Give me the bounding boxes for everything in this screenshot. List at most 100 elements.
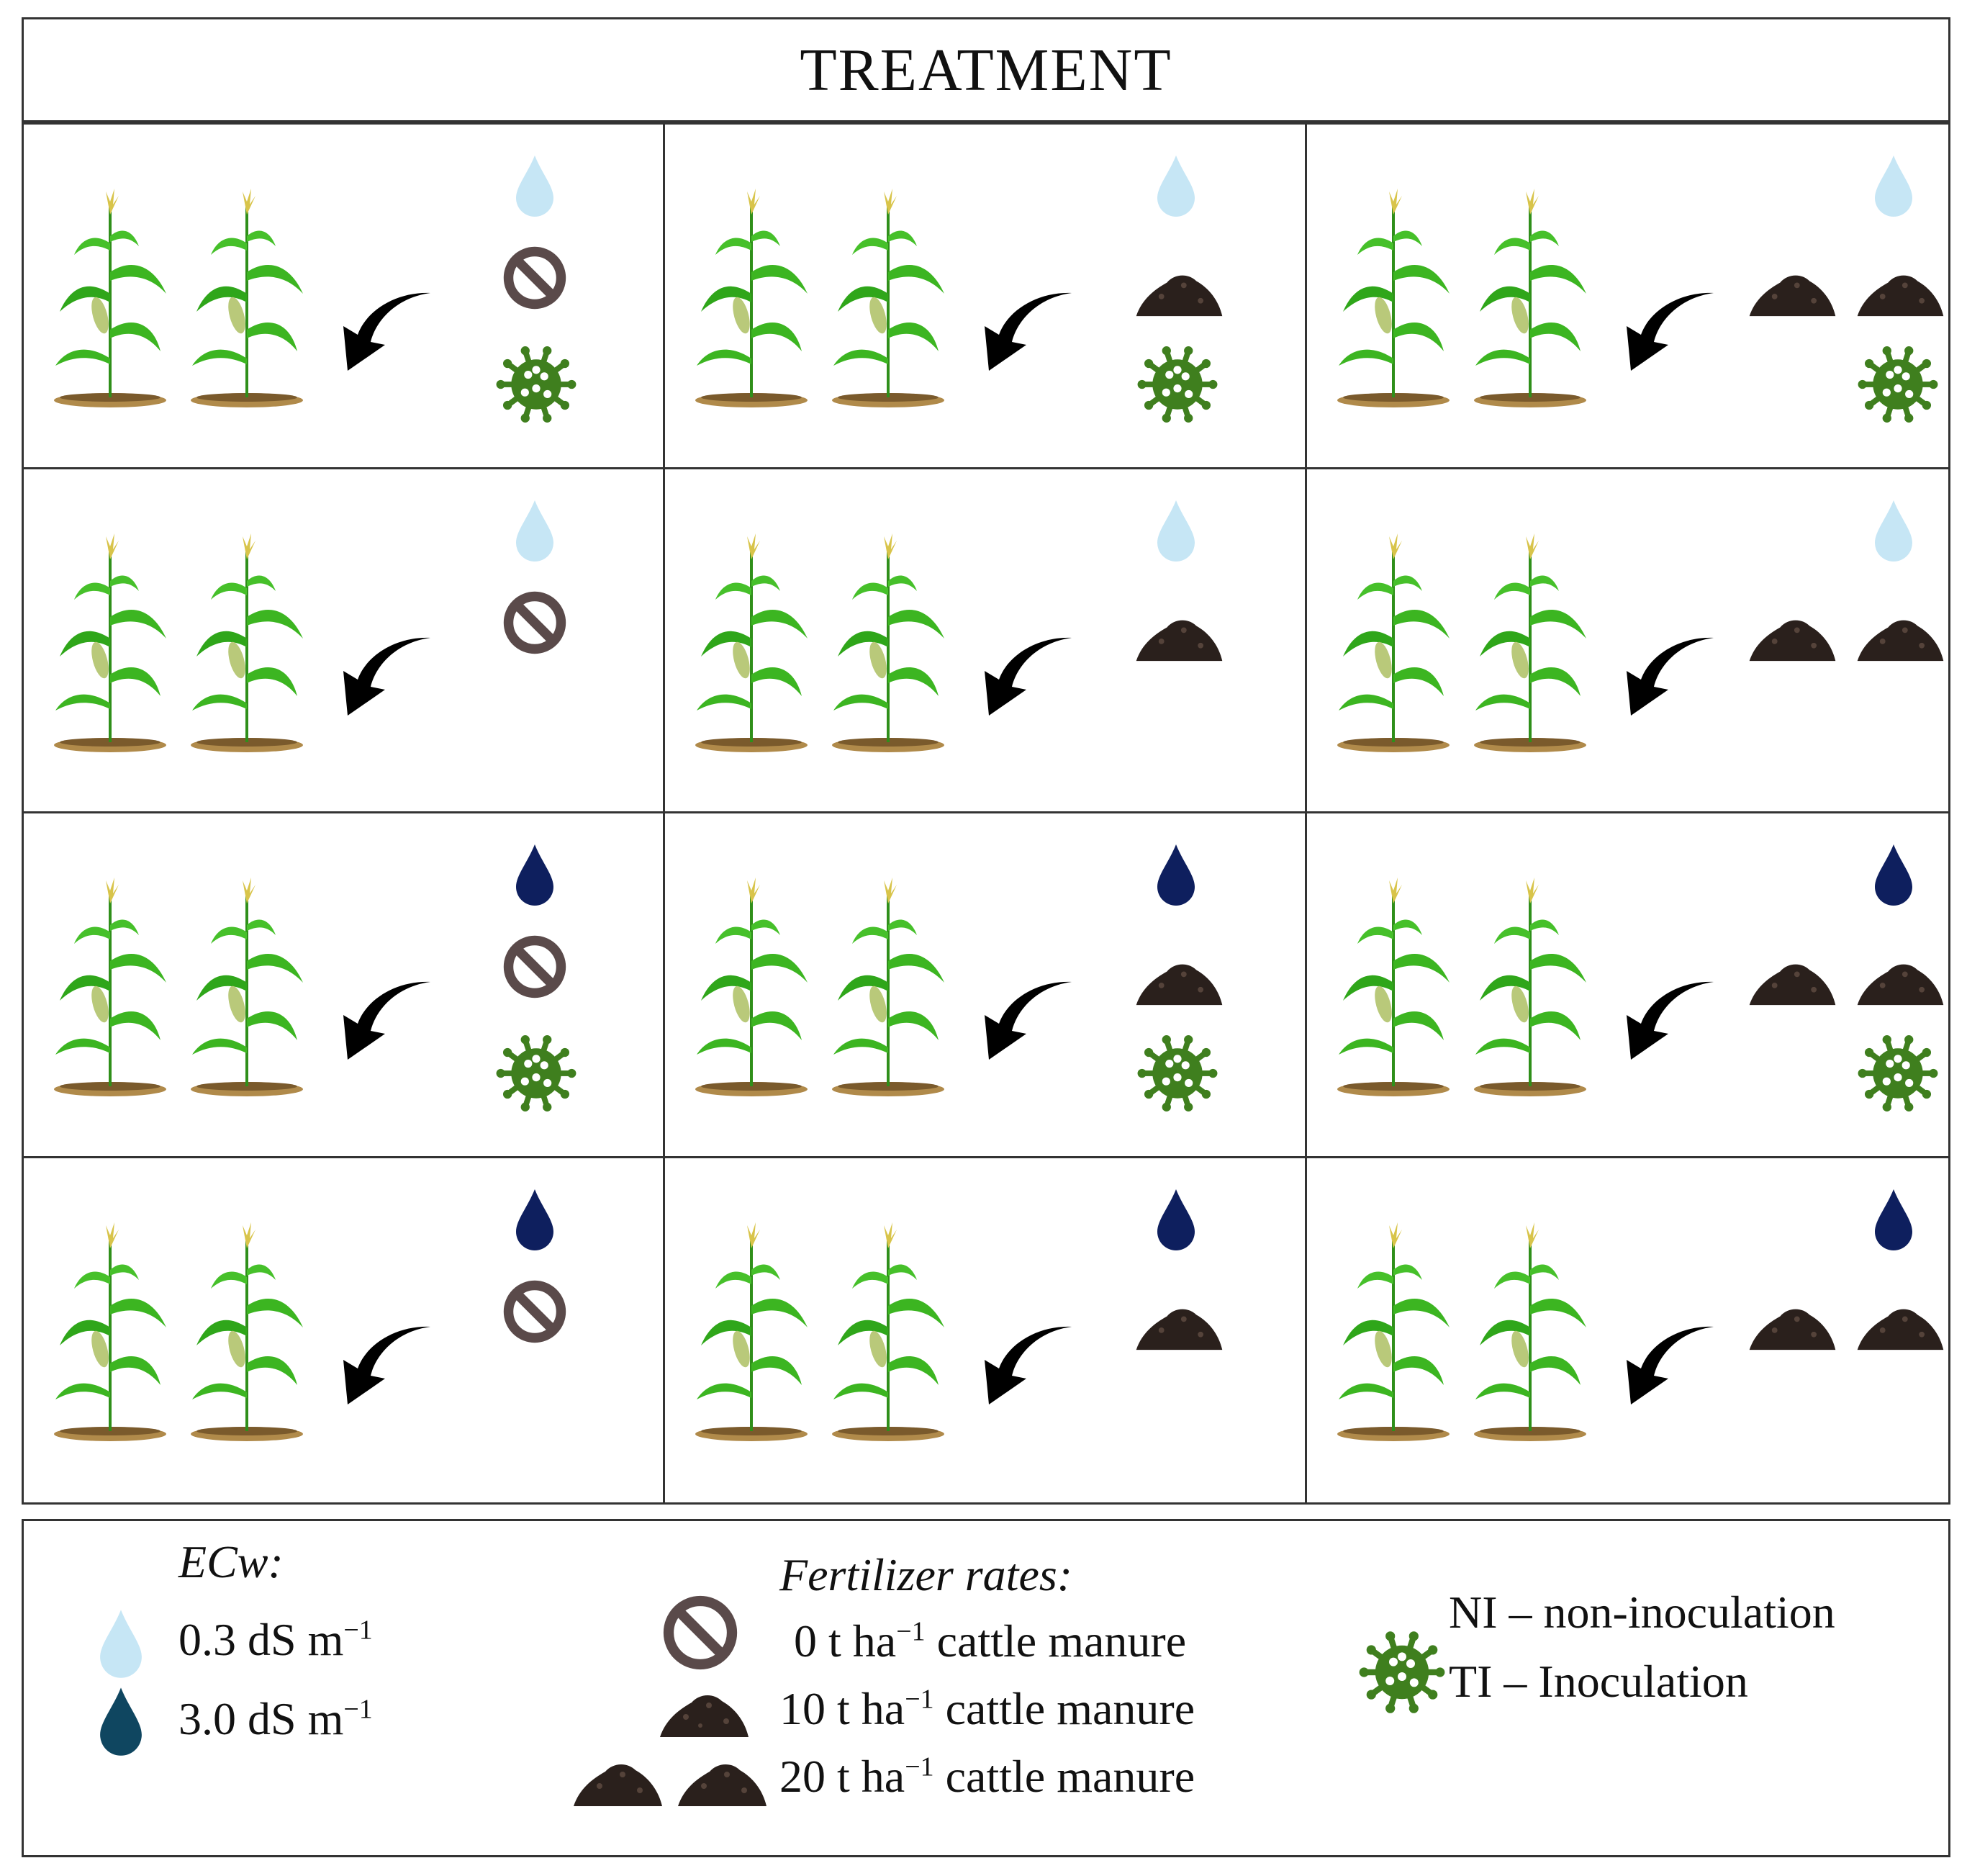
prohibition-icon — [503, 1280, 566, 1343]
manure-pile-icon — [1857, 964, 1943, 1006]
corn-plant-icon — [695, 189, 945, 407]
manure-pile-icon — [1749, 620, 1835, 661]
manure-pile-icon — [1136, 1309, 1223, 1350]
curved-arrow-icon — [1626, 292, 1714, 371]
treatment-cell — [665, 469, 1307, 813]
treatment-icons — [1749, 125, 1967, 467]
treatment-cell — [24, 125, 666, 469]
treatment-cell — [665, 125, 1307, 469]
treatment-grid — [22, 122, 1950, 1505]
water-drop-icon — [516, 155, 553, 217]
treatment-icons — [470, 469, 686, 812]
curved-arrow-icon — [343, 1326, 430, 1404]
water-drop-icon — [100, 1610, 142, 1678]
water-drop-icon — [516, 844, 553, 906]
ti-label: TI – Inoculation — [1449, 1656, 1748, 1707]
curved-arrow-icon — [1626, 1326, 1714, 1404]
inoculant-microbe-icon — [1359, 1631, 1445, 1713]
prohibition-icon — [503, 246, 566, 310]
treatment-cell — [24, 469, 666, 813]
inoculant-microbe-icon — [496, 346, 576, 423]
water-drop-icon — [100, 1687, 142, 1756]
inoculant-microbe-icon — [496, 1035, 576, 1111]
corn-plant-icon — [54, 189, 303, 407]
water-drop-icon — [1874, 1189, 1912, 1250]
ecw-high-label: 3.0 dS m−1 — [178, 1693, 373, 1744]
corn-plant-icon — [1337, 189, 1586, 407]
water-drop-icon — [1157, 155, 1195, 217]
fertilizer-10-label: 10 t ha−1 cattle manure — [779, 1683, 1195, 1734]
water-drop-icon — [516, 1189, 553, 1250]
fertilizer-legend-title: Fertilizer rates: — [779, 1549, 1073, 1600]
treatment-icons — [1749, 469, 1967, 812]
treatment-icons — [1749, 1158, 1967, 1503]
treatment-cell — [1306, 469, 1948, 813]
curved-arrow-icon — [1626, 981, 1714, 1060]
prohibition-icon — [503, 591, 566, 654]
curved-arrow-icon — [985, 1326, 1072, 1404]
curved-arrow-icon — [343, 637, 430, 716]
manure-pile-icon — [1136, 275, 1223, 317]
treatment-title: TREATMENT — [800, 36, 1172, 104]
treatment-header: TREATMENT — [22, 17, 1950, 122]
curved-arrow-icon — [985, 981, 1072, 1060]
treatment-cell — [24, 1158, 666, 1502]
curved-arrow-icon — [343, 981, 430, 1060]
treatment-cell — [24, 813, 666, 1158]
corn-plant-icon — [54, 878, 303, 1096]
treatment-icons — [1749, 813, 1967, 1156]
curved-arrow-icon — [985, 292, 1072, 371]
fertilizer-0-label: 0 t ha−1 cattle manure — [794, 1615, 1187, 1667]
corn-plant-icon — [695, 1222, 945, 1441]
inoculant-microbe-icon — [1137, 346, 1218, 423]
curved-arrow-icon — [343, 292, 430, 371]
manure-pile-icon — [1857, 620, 1943, 661]
treatment-icons — [1111, 1158, 1327, 1503]
manure-pile-icon — [660, 1695, 749, 1737]
manure-pile-icon — [1749, 275, 1835, 317]
water-drop-icon — [1874, 500, 1912, 562]
manure-pile-icon — [1857, 275, 1943, 317]
curved-arrow-icon — [1626, 637, 1714, 716]
fertilizer-20-label: 20 t ha−1 cattle manure — [779, 1751, 1195, 1802]
manure-pile-icon — [1136, 964, 1223, 1006]
manure-pile-icon — [678, 1764, 767, 1806]
legend: ECw: 0.3 dS m−1 3.0 dS m−1 Fertilizer ra… — [22, 1519, 1950, 1857]
corn-plant-icon — [54, 533, 303, 752]
treatment-cell — [1306, 813, 1948, 1158]
corn-plant-icon — [1337, 878, 1586, 1096]
inoculant-microbe-icon — [1137, 1035, 1218, 1111]
manure-pile-icon — [574, 1764, 662, 1806]
ecw-legend-title: ECw: — [178, 1536, 284, 1587]
treatment-icons — [1111, 469, 1327, 812]
treatment-cell — [665, 1158, 1307, 1502]
water-drop-icon — [1157, 500, 1195, 562]
treatment-icons — [470, 813, 686, 1156]
curved-arrow-icon — [985, 637, 1072, 716]
manure-pile-icon — [1136, 620, 1223, 661]
treatment-icons — [1111, 813, 1327, 1156]
water-drop-icon — [1874, 844, 1912, 906]
water-drop-icon — [1157, 1189, 1195, 1250]
prohibition-icon — [503, 935, 566, 998]
inoculant-microbe-icon — [1858, 1035, 1938, 1111]
treatment-icons — [470, 1158, 686, 1503]
treatment-icons — [470, 125, 686, 467]
water-drop-icon — [516, 500, 553, 562]
ecw-low-label: 0.3 dS m−1 — [178, 1614, 373, 1665]
manure-pile-icon — [1749, 964, 1835, 1006]
corn-plant-icon — [1337, 1222, 1586, 1441]
water-drop-icon — [1157, 844, 1195, 906]
corn-plant-icon — [695, 533, 945, 752]
manure-pile-icon — [1857, 1309, 1943, 1350]
treatment-cell — [1307, 1158, 1948, 1503]
corn-plant-icon — [695, 878, 945, 1096]
ni-label: NI – non-inoculation — [1449, 1587, 1835, 1638]
corn-plant-icon — [1337, 533, 1586, 752]
prohibition-icon — [663, 1595, 738, 1670]
treatment-cell — [1306, 125, 1948, 469]
inoculant-microbe-icon — [1858, 346, 1938, 423]
manure-pile-icon — [1749, 1309, 1835, 1350]
water-drop-icon — [1874, 155, 1912, 217]
corn-plant-icon — [54, 1222, 303, 1441]
